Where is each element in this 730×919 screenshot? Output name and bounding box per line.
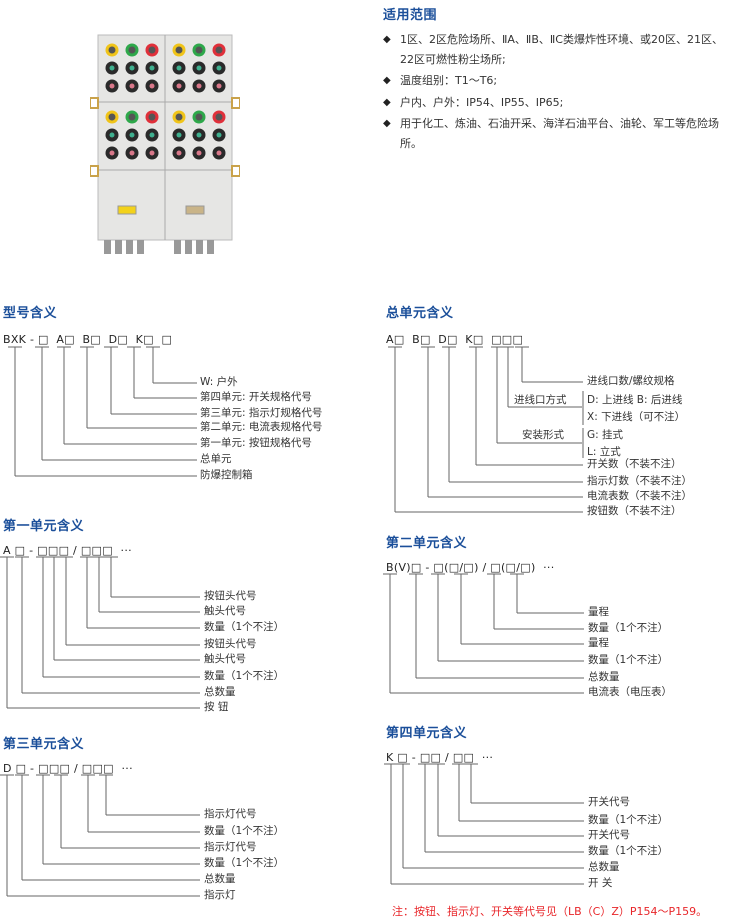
scope-item: ◆ 户内、户外：IP54、IP55、IP65; [383,93,728,113]
leader-label: 进线口数/螺纹规格 [587,375,675,387]
product-photo [90,34,240,254]
diamond-bullet-icon: ◆ [383,34,391,45]
leader-label: 开 关 [588,877,613,889]
scope-item: ◆ 温度组别：T1～T6; [383,71,728,91]
unit3-title: 第三单元含义 [3,737,85,752]
leader-label: 电流表（电压表） [588,686,672,698]
scope-item-text: 户内、户外：IP54、IP55、IP65; [400,95,564,109]
leader-label: 总数量 [204,873,236,885]
leader-label: 量程 [588,637,609,649]
leader-label: 按钮头代号 [204,638,257,650]
leader-label: 开关代号 [588,829,630,841]
unit2-title: 第二单元含义 [386,536,468,551]
leader-label: 数量（1个不注） [204,857,285,869]
leader-label: 数量（1个不注） [588,845,669,857]
leader-label: 数量（1个不注） [204,670,285,682]
leader-label: 指示灯 [204,889,236,901]
scope-item-text: 用于化工、炼油、石油开采、海洋石油平台、油轮、军工等危险场所。 [400,117,719,150]
leader-label: 第三单元: 指示灯规格代号 [200,407,323,419]
unit3-code: D □ - □□□ / □□□ ··· [3,762,133,775]
model-title: 型号含义 [3,306,58,321]
scope-item: ◆ 1区、2区危险场所、ⅡA、ⅡB、ⅡC类爆炸性环境、或20区、21区、22区可燃… [383,30,728,69]
leader-label: 总单元 [200,453,232,465]
leader-label: 开关代号 [588,796,630,808]
leader-label: 指示灯代号 [204,808,257,820]
leader-label: 总数量 [588,861,620,873]
leader-label: 量程 [588,606,609,618]
model-code: BXK - □ A□ B□ D□ K□ □ [3,333,173,346]
leader-label: 第二单元: 电流表规格代号 [200,421,323,433]
leader-label: 总数量 [588,671,620,683]
scope-list: ◆ 1区、2区危险场所、ⅡA、ⅡB、ⅡC类爆炸性环境、或20区、21区、22区可燃… [383,30,728,155]
leader-label: 第四单元: 开关规格代号 [200,391,312,403]
leader-label: 开关数（不装不注） [587,458,682,470]
leader-label: 防爆控制箱 [200,469,253,481]
leader-label: 数量（1个不注） [588,622,669,634]
entry-method-label: 进线口方式 [514,394,567,406]
leader-label: 总数量 [204,686,236,698]
scope-item: ◆ 用于化工、炼油、石油开采、海洋石油平台、油轮、军工等危险场所。 [383,114,728,153]
leader-label: 数量（1个不注） [588,654,669,666]
unit2-code: B(V)□ - □(□/□) / □(□/□) ··· [386,561,555,574]
total-title: 总单元含义 [386,306,454,321]
mount-option-g: G: 挂式 [587,429,624,441]
mount-type-label: 安装形式 [522,429,564,441]
unit1-title: 第一单元含义 [3,519,85,534]
diamond-bullet-icon: ◆ [383,75,391,86]
leader-label: 按钮头代号 [204,590,257,602]
total-code: A□ B□ D□ K□ □□□ [386,333,524,346]
leader-label: 触头代号 [204,653,246,665]
leader-label: 按 钮 [204,701,229,713]
leader-label: 数量（1个不注） [204,621,285,633]
scope-item-text: 温度组别：T1～T6; [400,74,498,87]
leader-label: 电流表数（不装不注） [587,490,692,502]
leader-label: 指示灯数（不装不注） [587,475,692,487]
unit4-code: K □ - □□ / □□ ··· [386,751,494,764]
leader-label: 按钮数（不装不注） [587,505,682,517]
entry-option-x: X: 下进线（可不注） [587,411,686,423]
unit4-title: 第四单元含义 [386,726,468,741]
scope-title: 适用范围 [383,8,438,23]
leader-label: 指示灯代号 [204,841,257,853]
entry-option-d-b: D: 上进线 B: 后进线 [587,394,683,406]
mount-option-l: L: 立式 [587,446,621,458]
unit1-code: A □ - □□□ / □□□ ··· [3,544,132,557]
leader-label: 触头代号 [204,605,246,617]
leader-label: W: 户外 [200,376,238,388]
leader-label: 数量（1个不注） [588,814,669,826]
footnote: 注：按钮、指示灯、开关等代号见（LB（C）Z）P154～P159。 [392,905,708,918]
diamond-bullet-icon: ◆ [383,96,391,108]
leader-label: 第一单元: 按钮规格代号 [200,437,312,449]
diamond-bullet-icon: ◆ [383,118,391,129]
leader-label: 数量（1个不注） [204,825,285,837]
scope-item-text: 1区、2区危险场所、ⅡA、ⅡB、ⅡC类爆炸性环境、或20区、21区、22区可燃性… [400,33,723,66]
